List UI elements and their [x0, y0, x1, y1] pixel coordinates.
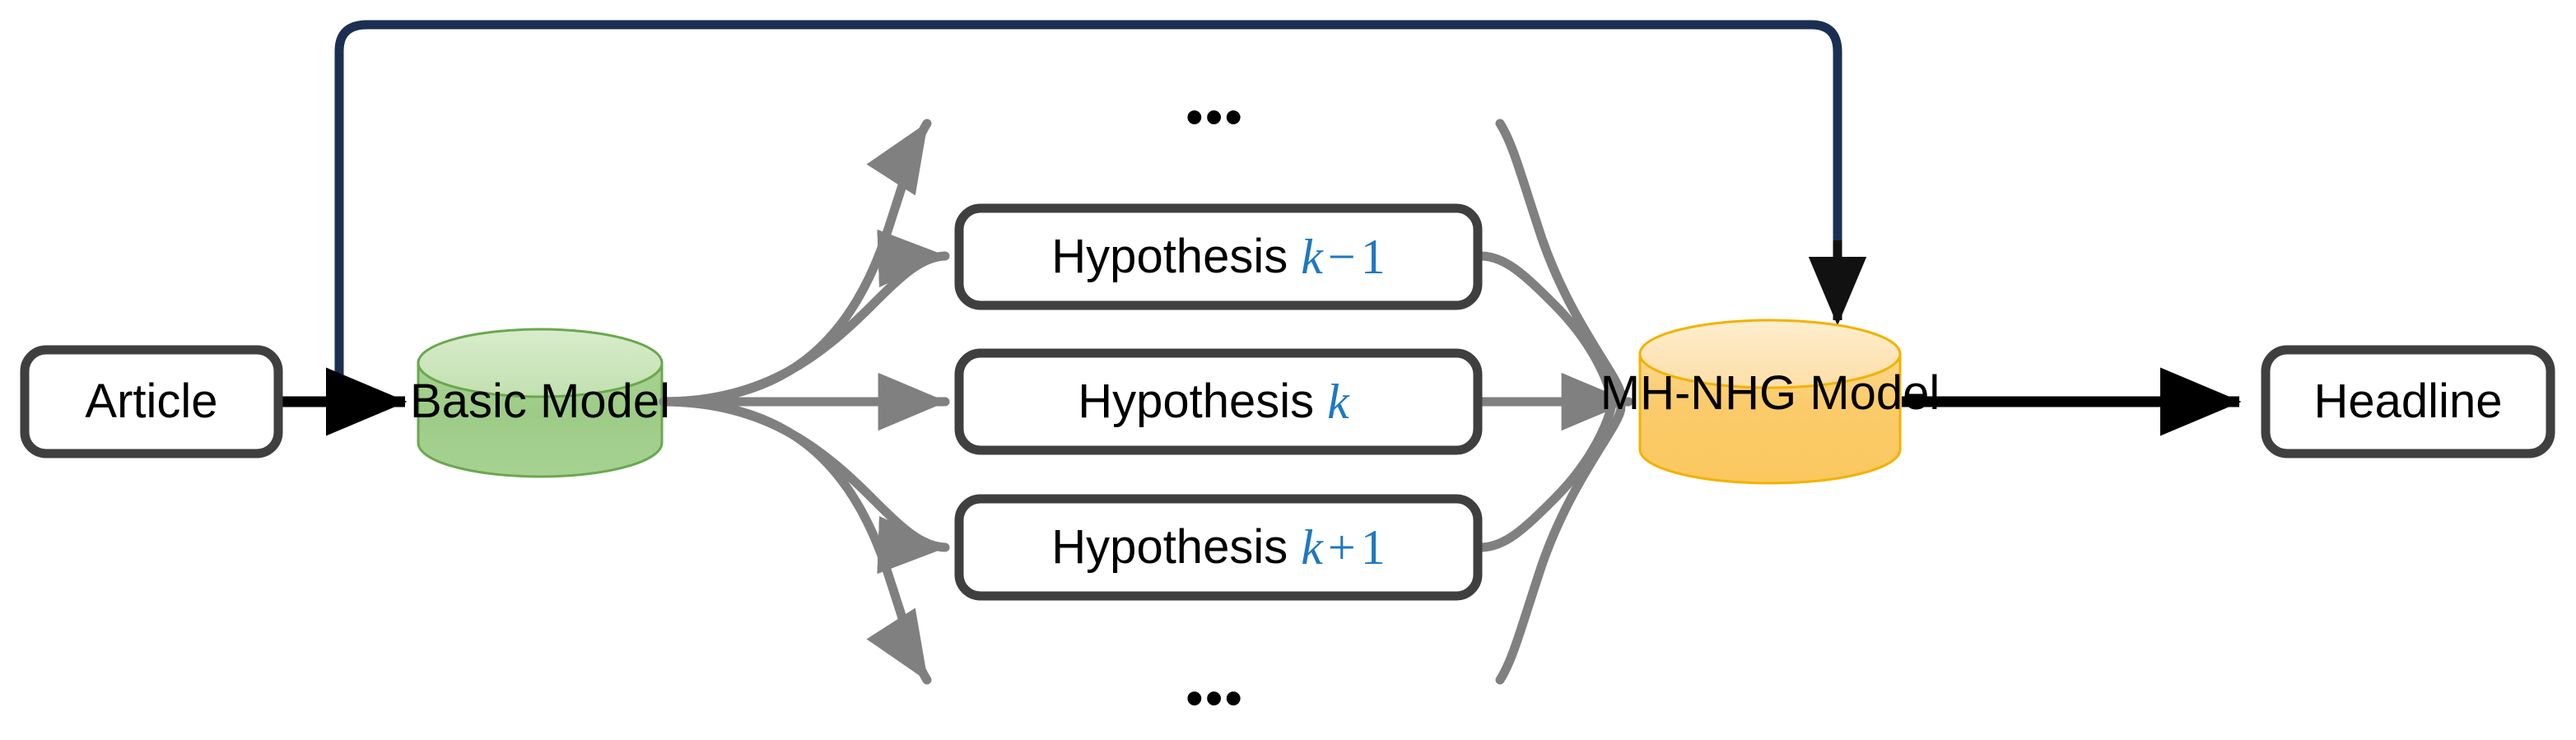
node-article-shape[interactable]	[20, 345, 283, 458]
node-basic-model-shape[interactable]	[417, 328, 664, 478]
node-outlines	[20, 203, 2555, 601]
edge-group-hypotheses-fanin	[1477, 119, 1633, 685]
edge-group-basic-fanout	[659, 119, 950, 685]
node-headline-shape[interactable]	[2261, 345, 2555, 458]
node-mh-nhg-model-shape[interactable]	[1638, 319, 1902, 485]
ellipsis-top: •••	[1186, 89, 1245, 146]
node-hypothesis-k-shape[interactable]	[954, 348, 1483, 455]
node-hypothesis-next-shape[interactable]	[954, 494, 1483, 601]
ellipsis-bottom: •••	[1186, 670, 1245, 727]
edge-article-bypass	[334, 20, 1867, 402]
node-hypothesis-prev-shape[interactable]	[954, 203, 1483, 310]
